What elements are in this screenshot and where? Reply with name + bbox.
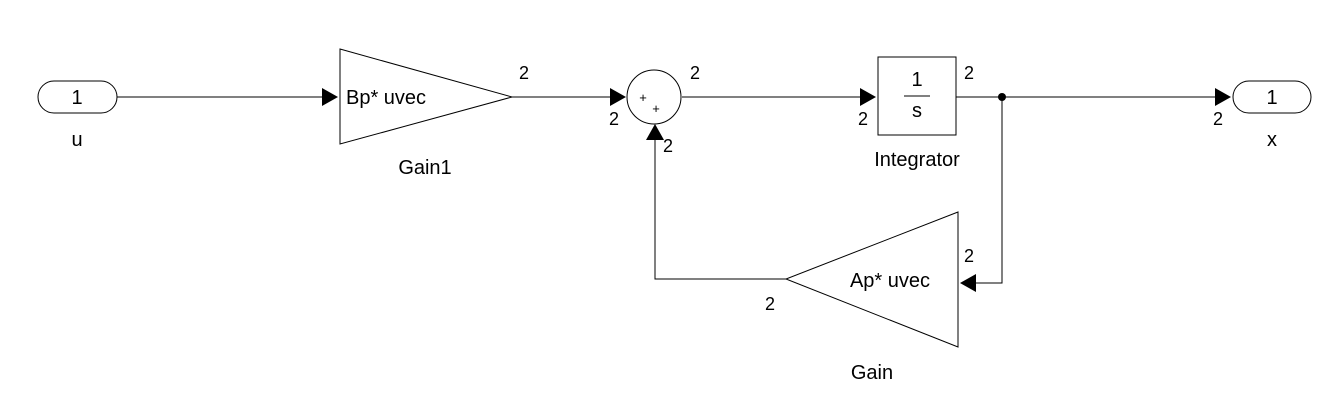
gain1-block[interactable]: Bp* uvec — [339, 48, 514, 145]
outport-block[interactable]: 1 — [1232, 80, 1312, 114]
gain1-name: Gain1 — [398, 157, 451, 179]
dim-sum-in-left: 2 — [609, 109, 619, 129]
arrowhead-integrator-input — [860, 88, 876, 106]
arrowhead-gain-input — [960, 274, 976, 292]
sum-sign-bottom: + — [652, 101, 660, 116]
inport-name: u — [71, 129, 82, 151]
sum-block[interactable]: + + — [626, 69, 682, 125]
gain1-triangle — [339, 48, 514, 145]
integrator-denominator: s — [912, 100, 922, 122]
gain-triangle — [784, 211, 959, 348]
arrowhead-outport-input — [1215, 88, 1231, 106]
gain-expression: Ap* uvec — [850, 270, 930, 292]
inport-shape — [37, 80, 118, 114]
arrowhead-sum-bottom-input — [646, 124, 664, 140]
inport-block[interactable]: 1 — [37, 80, 118, 114]
integrator-name: Integrator — [874, 149, 960, 171]
outport-number: 1 — [1266, 87, 1277, 109]
dim-outport-in: 2 — [1213, 109, 1223, 129]
gain1-expression: Bp* uvec — [346, 87, 426, 109]
arrowhead-sum-left-input — [610, 88, 626, 106]
gain-block[interactable]: Ap* uvec — [784, 211, 959, 348]
integrator-numerator: 1 — [911, 69, 922, 91]
dim-gain-in: 2 — [964, 246, 974, 266]
dim-sum-out: 2 — [690, 63, 700, 83]
inport-number: 1 — [71, 87, 82, 109]
dim-integrator-out: 2 — [964, 63, 974, 83]
dim-gain-out: 2 — [765, 294, 775, 314]
wire-gain-to-sum[interactable] — [654, 140, 786, 280]
sum-sign-left: + — [639, 90, 647, 105]
arrowhead-gain1-input — [322, 88, 338, 106]
outport-name: x — [1267, 129, 1277, 151]
wire-branch-to-gain[interactable] — [976, 97, 1003, 284]
dim-sum-in-bottom: 2 — [663, 136, 673, 156]
dim-gain1-out: 2 — [519, 63, 529, 83]
dim-integrator-in: 2 — [858, 109, 868, 129]
integrator-block[interactable]: 1 s — [877, 56, 957, 136]
sum-circle — [626, 69, 682, 125]
gain-name: Gain — [851, 362, 893, 384]
outport-shape — [1232, 80, 1312, 114]
